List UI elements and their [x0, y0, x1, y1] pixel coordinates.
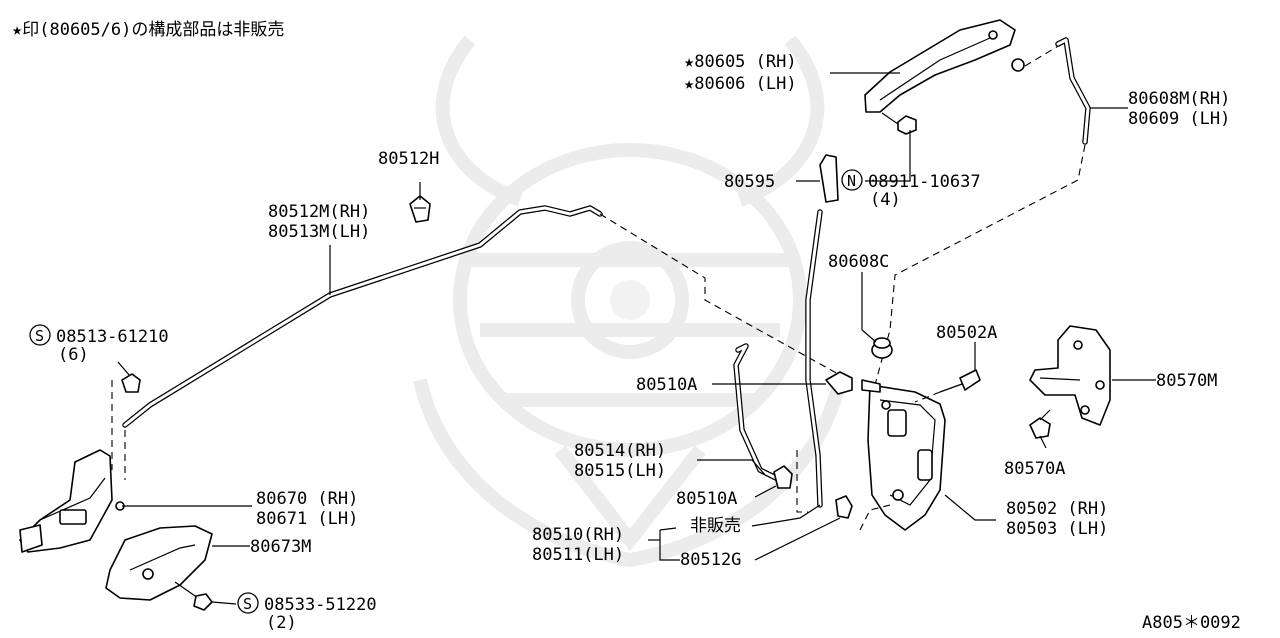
label-80503: 80503 (LH)	[1006, 519, 1108, 539]
screw-icon	[174, 581, 213, 611]
door-lock-actuator-icon	[861, 379, 946, 531]
leader-lines	[117, 72, 1156, 605]
s-mark: S	[35, 327, 44, 345]
rod-icon	[1055, 37, 1091, 145]
label-80609: 80609 (LH)	[1128, 109, 1230, 129]
label-80608m: 80608M(RH)	[1128, 89, 1230, 109]
door-lock-mechanism-icon	[19, 449, 125, 553]
inside-handle-icon	[105, 525, 213, 601]
label-08533: 08533-51220	[264, 595, 377, 615]
n-mark: N	[847, 172, 856, 190]
rod-icon	[122, 205, 603, 428]
clip-icon	[835, 495, 853, 519]
diagram-code: A805＊0092	[1142, 613, 1241, 633]
label-80510: 80510(RH)	[532, 525, 624, 545]
door-outside-handle-icon	[864, 19, 1025, 113]
label-80605: ★80605 (RH)	[684, 52, 797, 72]
part-labels: ★80605 (RH) ★80606 (LH) 80608M(RH) 80609…	[29, 52, 1230, 633]
rod-icon	[733, 343, 779, 481]
label-80670: 80670 (RH)	[256, 489, 358, 509]
label-80502a: 80502A	[936, 323, 997, 343]
label-80512g: 80512G	[680, 550, 741, 570]
lock-knob-icon	[805, 154, 839, 508]
nut-icon	[881, 112, 917, 135]
samurai-helmet-watermark-icon	[413, 35, 847, 568]
clip-dashed-link	[859, 504, 891, 531]
label-08513-qty: (6)	[58, 345, 89, 365]
label-80512m: 80512M(RH)	[268, 202, 370, 222]
label-not-sold: 非販売	[690, 516, 741, 536]
striker-icon	[1029, 325, 1111, 426]
s-mark-icon	[237, 592, 259, 614]
handle-dashed-link	[1024, 44, 1061, 67]
screw-icon	[1029, 409, 1051, 439]
label-80570a: 80570A	[1004, 459, 1065, 479]
rod-dashed-box	[796, 450, 808, 513]
mechanism-dashed-link	[111, 380, 126, 480]
label-80514: 80514(RH)	[574, 441, 666, 461]
label-08513: 08513-61210	[56, 327, 169, 347]
label-80606: ★80606 (LH)	[684, 74, 797, 94]
label-80673m: 80673M	[250, 537, 311, 557]
rod-path-dashed	[599, 213, 841, 376]
label-08911-qty: (4)	[870, 190, 901, 210]
s-mark-icon	[29, 324, 51, 346]
label-80515: 80515(LH)	[574, 461, 666, 481]
label-80502: 80502 (RH)	[1006, 499, 1108, 519]
label-80510a-upper: 80510A	[636, 375, 697, 395]
label-80512h: 80512H	[378, 149, 439, 169]
n-mark-icon	[841, 169, 863, 191]
label-80671: 80671 (LH)	[256, 509, 358, 529]
grommet-icon	[871, 337, 893, 359]
header-note: ★印(80605/6)の構成部品は非販売	[12, 20, 284, 40]
clip-icon	[409, 195, 431, 223]
label-08911: 08911-10637	[868, 172, 981, 192]
label-80511: 80511(LH)	[532, 545, 624, 565]
label-80570m: 80570M	[1156, 371, 1217, 391]
screw-icon	[914, 369, 981, 403]
label-80513m: 80513M(LH)	[268, 222, 370, 242]
s-mark: S	[243, 595, 252, 613]
screw-icon	[121, 373, 141, 393]
label-80510a-lower: 80510A	[676, 489, 737, 509]
label-80595: 80595	[724, 172, 775, 192]
clip-icon	[773, 465, 793, 489]
label-08533-qty: (2)	[266, 613, 297, 633]
label-80608c: 80608C	[828, 252, 889, 272]
clip-icon	[825, 371, 853, 395]
